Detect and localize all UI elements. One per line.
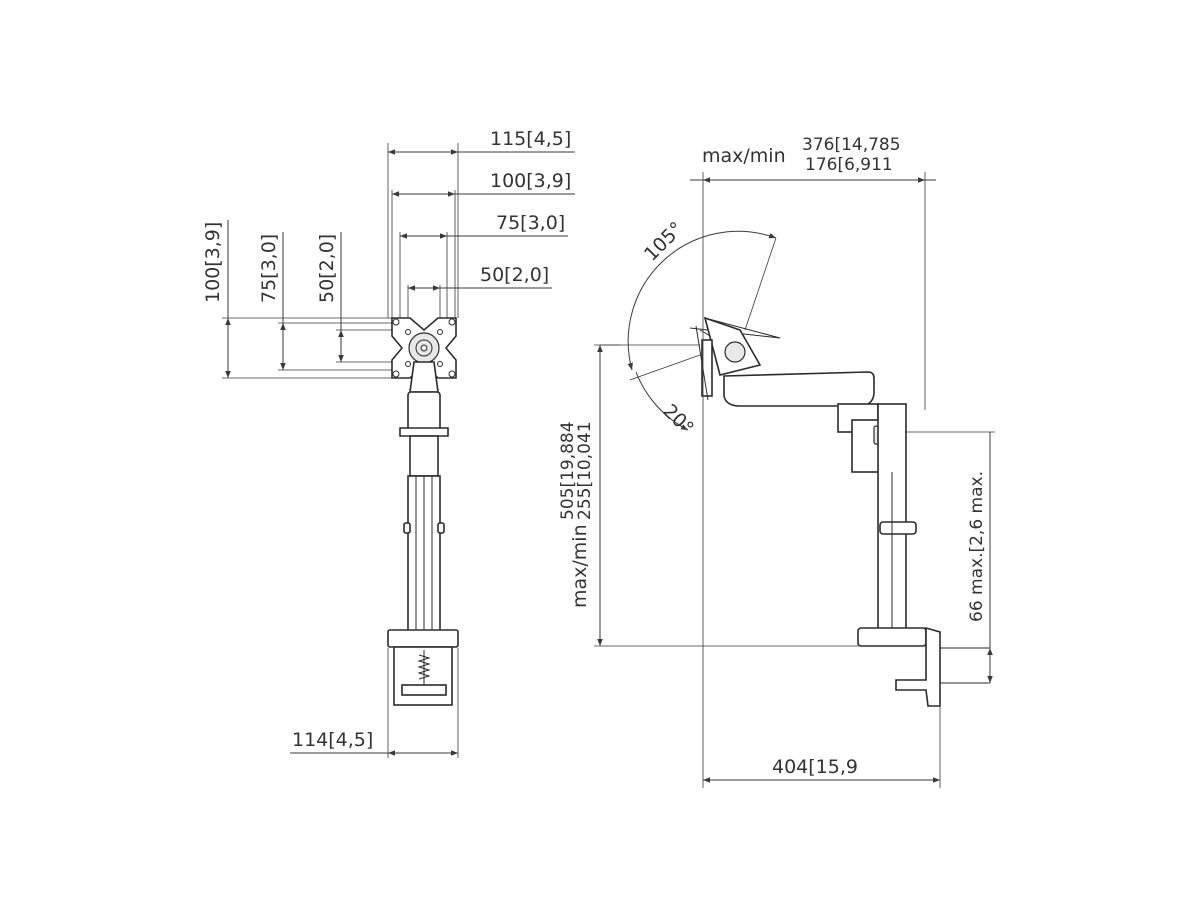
tilt-up-angle: 105° xyxy=(640,218,688,266)
clamp-dimension xyxy=(905,431,995,683)
reach-max: 376[14,785 xyxy=(802,135,901,155)
height-max: 505[19,884 xyxy=(558,421,578,520)
reach-min: 176[6,911 xyxy=(805,155,893,175)
depth-404: 404[15,9 xyxy=(772,756,858,778)
height-dimension xyxy=(594,344,860,647)
tilt-down-angle: 20° xyxy=(658,400,697,439)
clamp-range: 66 max.[2,6 max. xyxy=(967,471,987,622)
dim-height-100: 100[3,9] xyxy=(202,222,224,303)
front-clamp xyxy=(387,629,459,706)
side-arm xyxy=(723,371,887,473)
side-column xyxy=(877,403,917,631)
front-view: 115[4,5] 100[3,9] 75[3,0] 50[2,0] 100[3,… xyxy=(202,128,575,758)
height-min: 255[10,041 xyxy=(575,421,595,520)
height-prefix: max/min xyxy=(569,524,591,608)
dim-width-50: 50[2,0] xyxy=(480,264,549,286)
base-width-dimension xyxy=(290,648,459,758)
dim-height-75: 75[3,0] xyxy=(258,234,280,303)
dim-width-100: 100[3,9] xyxy=(490,170,571,192)
front-column xyxy=(399,391,449,632)
side-view: max/min 376[14,785 176[6,911 105° 20° ma… xyxy=(558,135,995,788)
side-head xyxy=(689,316,781,401)
dim-base-114: 114[4,5] xyxy=(292,729,373,751)
vesa-width-dimensions xyxy=(387,143,575,318)
vesa-plate xyxy=(391,317,457,393)
dim-width-115: 115[4,5] xyxy=(490,128,571,150)
vesa-height-dimensions xyxy=(222,220,400,379)
dim-width-75: 75[3,0] xyxy=(496,212,565,234)
reach-prefix: max/min xyxy=(702,145,786,167)
depth-dimension xyxy=(702,320,941,788)
dim-height-50: 50[2,0] xyxy=(316,234,338,303)
side-clamp xyxy=(857,626,990,707)
